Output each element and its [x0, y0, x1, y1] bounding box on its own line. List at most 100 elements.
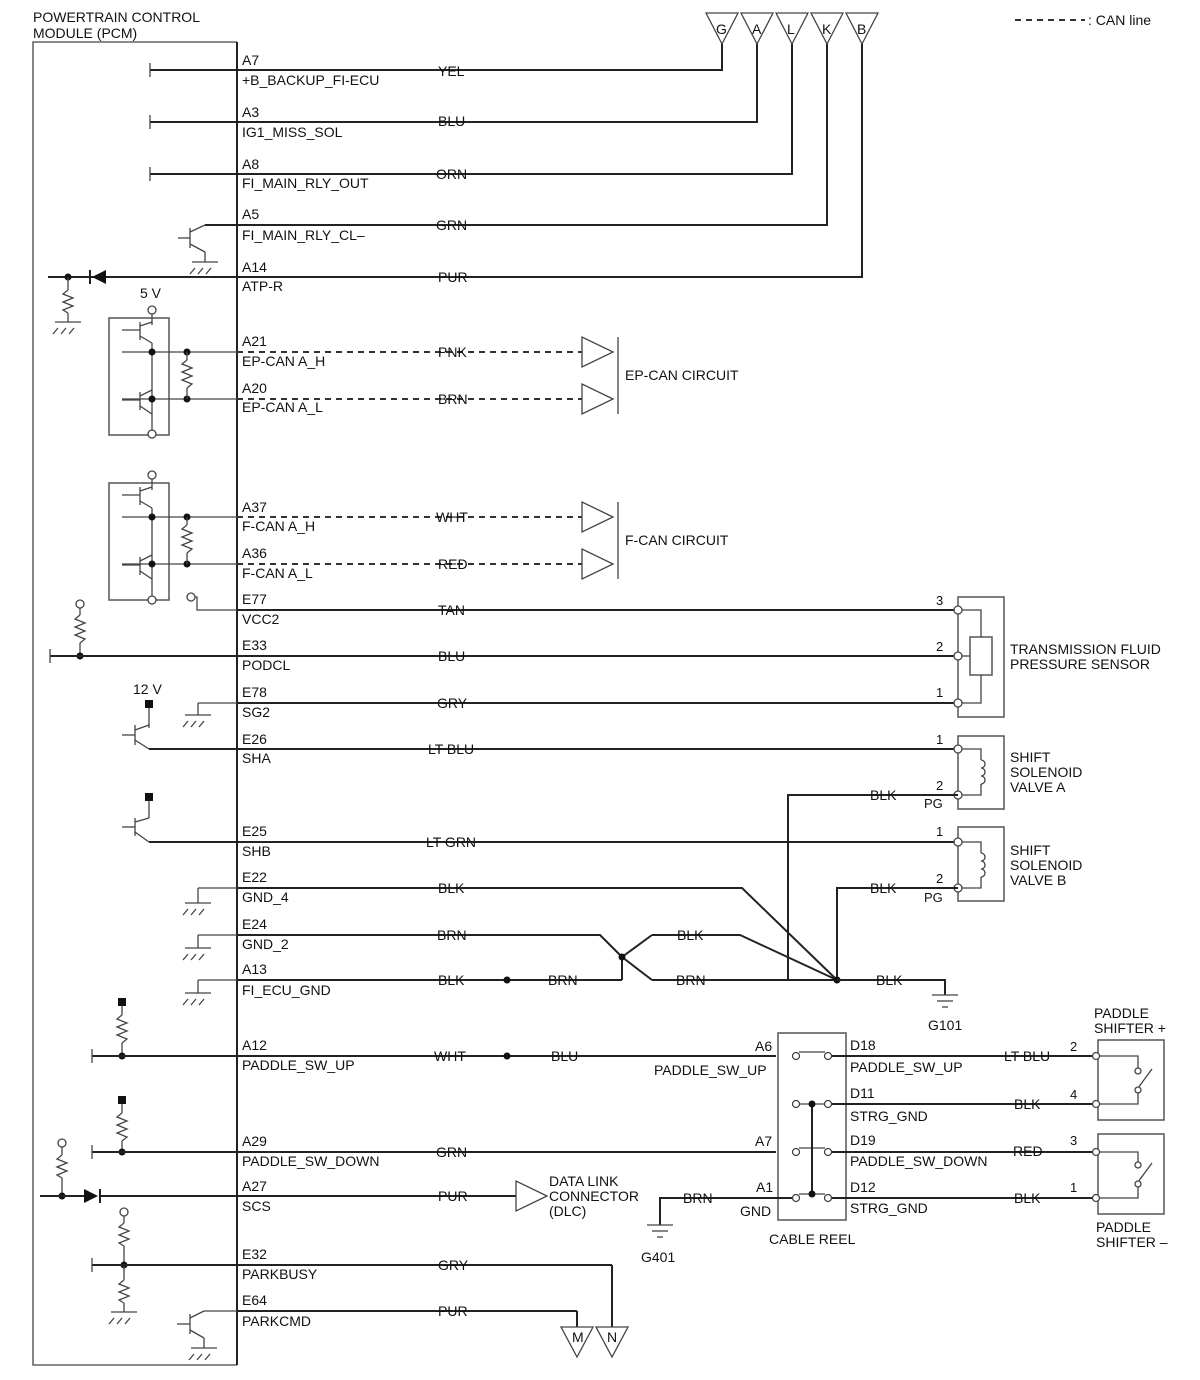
pin-a7-wire: YEL — [438, 63, 465, 79]
pin-a37-wire: WHT — [436, 509, 468, 525]
pin-e77: E77 VCC2 TAN — [242, 591, 465, 627]
ground-network — [182, 887, 958, 1008]
pin-a36-wire: RED — [438, 556, 468, 572]
pin-a3-signal: IG1_MISS_SOL — [242, 124, 343, 140]
pin-e25-wire: LT GRN — [426, 834, 476, 850]
ssv-b-label-1: SHIFT — [1010, 842, 1051, 858]
ssv-b-pin-2: 2 — [936, 871, 943, 886]
cable-reel — [647, 1032, 1096, 1238]
reel-d19-wire: RED — [1013, 1143, 1043, 1159]
pin-e26-wire: LT BLU — [428, 741, 474, 757]
ground-g101-label: G101 — [928, 1017, 962, 1033]
pin-e78-number: E78 — [242, 684, 267, 700]
ssv-b-wire-color: BLK — [870, 880, 897, 896]
pin-a20-number: A20 — [242, 380, 267, 396]
reel-d12-wire: BLK — [1014, 1190, 1041, 1206]
ssv-a-pin-1: 1 — [936, 732, 943, 747]
dlc-label-2: CONNECTOR — [549, 1188, 639, 1204]
f-can-transceiver — [108, 470, 237, 605]
pin-e24: E24 GND_2 BRN — [242, 916, 467, 952]
pin-a21-number: A21 — [242, 333, 267, 349]
tfp-sensor-label-2: PRESSURE SENSOR — [1010, 656, 1150, 672]
reel-a6-pin: A6 — [755, 1038, 772, 1054]
pin-e78: E78 SG2 GRY — [242, 684, 468, 720]
pin-e25-number: E25 — [242, 823, 267, 839]
reel-d12-signal: STRG_GND — [850, 1200, 928, 1216]
pin-a36-signal: F-CAN A_L — [242, 565, 313, 581]
pin-a12-number: A12 — [242, 1037, 267, 1053]
splice-blk-top-wire: BLK — [677, 927, 704, 943]
f-can-circuit-label: F-CAN CIRCUIT — [625, 532, 729, 548]
pin-e77-signal: VCC2 — [242, 611, 280, 627]
paddle-plus-label-2: SHIFTER + — [1094, 1020, 1166, 1036]
pin-a8-number: A8 — [242, 156, 259, 172]
ssv-a-pg: PG — [924, 796, 943, 811]
supply-5v-label: 5 V — [140, 285, 162, 301]
pin-a13: A13 FI_ECU_GND BLK — [242, 961, 465, 998]
pin-a20-signal: EP-CAN A_L — [242, 399, 323, 415]
pin-a13-number: A13 — [242, 961, 267, 977]
pin-a14-signal: ATP-R — [242, 278, 283, 294]
pin-e26-signal: SHA — [242, 750, 271, 766]
pin-a5-number: A5 — [242, 206, 259, 222]
ssv-a-label-2: SOLENOID — [1010, 764, 1082, 780]
pin-a13-signal: FI_ECU_GND — [242, 982, 331, 998]
reel-d11-signal: STRG_GND — [850, 1108, 928, 1124]
pin-a14: A14 ATP-R PUR — [242, 259, 468, 294]
pcm-title-line2: MODULE (PCM) — [33, 25, 137, 41]
reel-d11-wire: BLK — [1014, 1096, 1041, 1112]
pin-a7-number: A7 — [242, 52, 259, 68]
reel-d12-pin: D12 — [850, 1179, 876, 1195]
pin-a29-number: A29 — [242, 1133, 267, 1149]
connector-k-label: K — [822, 21, 832, 37]
reel-a7-pin: A7 — [755, 1133, 772, 1149]
pin-e24-wire: BRN — [437, 927, 467, 943]
ssv-a-wire-color: BLK — [870, 787, 897, 803]
pin-a5: A5 FI_MAIN_RLY_CL– GRN — [242, 206, 467, 243]
splice-brn-in-wire: BRN — [548, 972, 578, 988]
pin-e22-signal: GND_4 — [242, 889, 289, 905]
pin-a37-number: A37 — [242, 499, 267, 515]
pin-e77-number: E77 — [242, 591, 267, 607]
pin-e25-signal: SHB — [242, 843, 271, 859]
pin-a3-number: A3 — [242, 104, 259, 120]
pin-a14-wire: PUR — [438, 269, 468, 285]
paddle-plus-pin-2: 2 — [1070, 1039, 1077, 1054]
ssv-b-pin-1: 1 — [936, 824, 943, 839]
connector-m-label: M — [572, 1329, 584, 1345]
pin-a27: A27 SCS PUR — [242, 1178, 468, 1214]
dlc-label-1: DATA LINK — [549, 1173, 619, 1189]
paddle-plus-pin-4: 4 — [1070, 1087, 1077, 1102]
pin-a13-wire: BLK — [438, 972, 465, 988]
tfp-pin-3: 3 — [936, 593, 943, 608]
ssv-a-pin-2: 2 — [936, 778, 943, 793]
pin-e64: E64 PARKCMD PUR — [242, 1292, 468, 1329]
pin-a8: A8 FI_MAIN_RLY_OUT ORN — [242, 156, 467, 191]
reel-d11-pin: D11 — [850, 1085, 875, 1101]
pin-e77-wire: TAN — [438, 602, 465, 618]
pin-a27-signal: SCS — [242, 1198, 271, 1214]
reel-a1-signal: GND — [740, 1203, 771, 1219]
connector-a-label: A — [752, 21, 762, 37]
pin-e22-number: E22 — [242, 869, 267, 885]
pin-a27-number: A27 — [242, 1178, 267, 1194]
pin-a29: A29 PADDLE_SW_DOWN GRN — [242, 1133, 467, 1169]
pin-a21-signal: EP-CAN A_H — [242, 353, 325, 369]
pin-a36-number: A36 — [242, 545, 267, 561]
pin-a20-wire: BRN — [438, 391, 468, 407]
can-wires — [237, 335, 619, 581]
paddle-minus-label-1: PADDLE — [1096, 1219, 1151, 1235]
pin-e32-number: E32 — [242, 1246, 267, 1262]
can-legend-label: : CAN line — [1088, 12, 1151, 28]
paddle-minus-pin-1: 1 — [1070, 1180, 1077, 1195]
ep-can-circuit-label: EP-CAN CIRCUIT — [625, 367, 739, 383]
pin-a7-signal: +B_BACKUP_FI-ECU — [242, 72, 379, 88]
pin-a27-wire: PUR — [438, 1188, 468, 1204]
tfp-sensor-label-1: TRANSMISSION FLUID — [1010, 641, 1161, 657]
ssv-b-label-2: SOLENOID — [1010, 857, 1082, 873]
pin-a21: A21 EP-CAN A_H PNK — [242, 333, 467, 369]
ssv-a-label-1: SHIFT — [1010, 749, 1051, 765]
reel-d19-signal: PADDLE_SW_DOWN — [850, 1153, 987, 1169]
reel-d18-wire: LT BLU — [1004, 1048, 1050, 1064]
